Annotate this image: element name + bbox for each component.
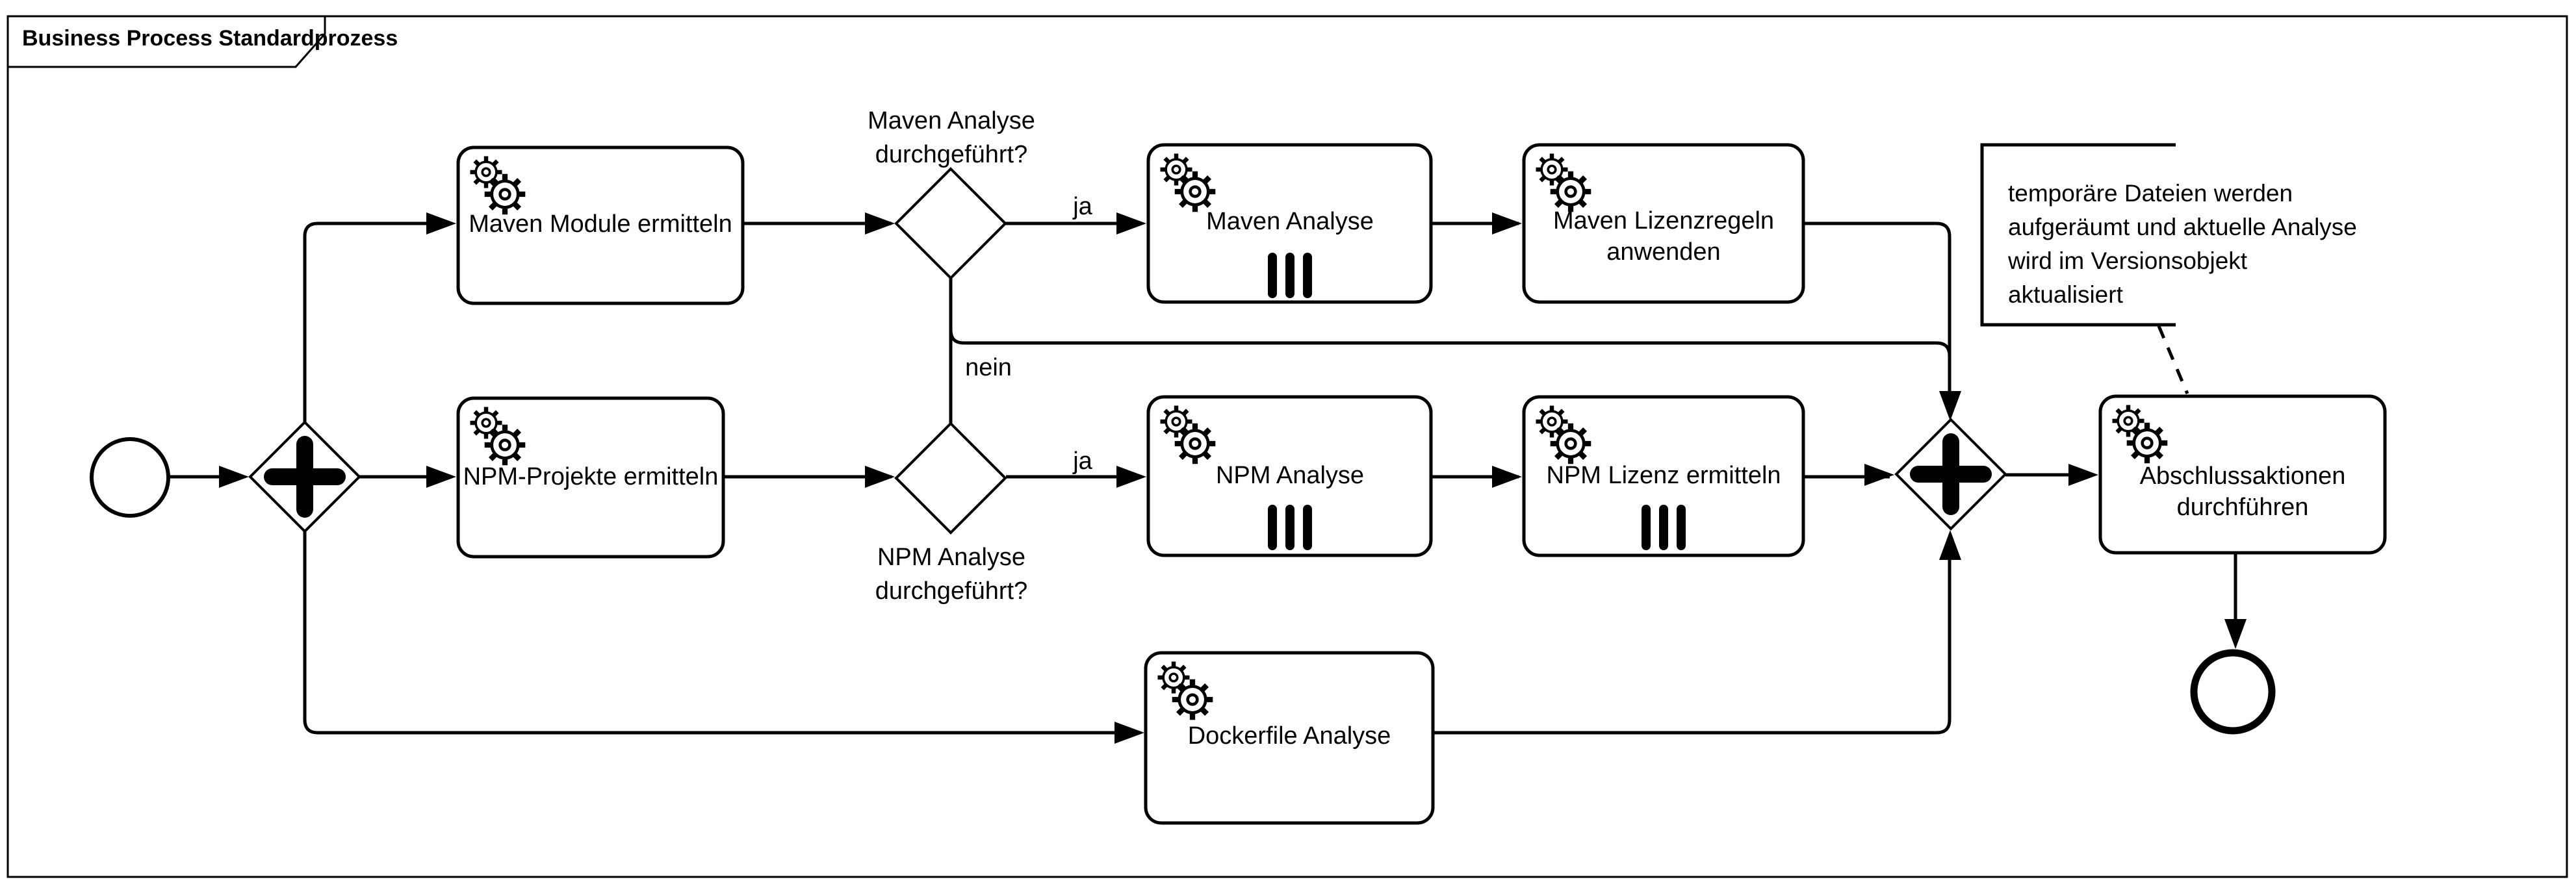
task-abschlussaktionen bbox=[2098, 394, 2387, 555]
gateway-label: Maven Analyse durchgeführt? bbox=[868, 104, 1035, 171]
arrowhead bbox=[1492, 466, 1522, 488]
diagram-border bbox=[6, 15, 2568, 878]
parallel-multi-instance-icon bbox=[1268, 253, 1312, 298]
gateway-label-line: NPM Analyse bbox=[877, 544, 1026, 571]
arrowhead bbox=[2068, 464, 2098, 486]
text-annotation: temporäre Dateien werden aufgeräumt und … bbox=[2008, 177, 2357, 312]
multi-instance-markers bbox=[1268, 253, 1686, 550]
task-maven-module bbox=[456, 146, 745, 305]
gateway-label-line: durchgeführt? bbox=[875, 577, 1028, 605]
arrowhead bbox=[865, 212, 895, 234]
arrowhead bbox=[426, 212, 456, 234]
task-label: Maven Lizenzregeln anwenden bbox=[1553, 205, 1774, 268]
flow-split-to-dockerfile bbox=[303, 531, 1140, 735]
task-npm-lizenz bbox=[1522, 395, 1805, 557]
annotation-line: temporäre Dateien werden bbox=[2008, 180, 2293, 207]
end-event bbox=[2190, 649, 2276, 735]
task-label: NPM Analyse bbox=[1215, 462, 1365, 489]
task-label-line: anwenden bbox=[1606, 238, 1721, 266]
start-event bbox=[90, 437, 170, 518]
text-annotation-bracket bbox=[1980, 143, 2176, 327]
flow-dockerfile-to-join bbox=[1433, 537, 1951, 735]
flow-nein-horizontal bbox=[949, 329, 1951, 357]
arrowhead bbox=[1116, 212, 1146, 234]
annotation-line: aktualisiert bbox=[2008, 281, 2123, 308]
gateway-label: NPM Analyse durchgeführt? bbox=[875, 540, 1028, 608]
arrowhead bbox=[219, 466, 249, 488]
plus-icon bbox=[264, 436, 346, 518]
task-npm-analyse bbox=[1146, 395, 1433, 557]
task-label-line: Abschlussaktionen bbox=[2139, 462, 2346, 490]
arrowhead bbox=[426, 466, 456, 488]
flow-label-ja: ja bbox=[1073, 448, 1092, 475]
flow-label-nein: nein bbox=[965, 354, 1012, 381]
npm-decision-gateway bbox=[894, 422, 1007, 535]
arrowhead bbox=[1116, 466, 1146, 488]
task-npm-projekte bbox=[456, 396, 725, 559]
flow-split-to-maven-module bbox=[303, 222, 452, 422]
arrowhead bbox=[2224, 619, 2247, 649]
maven-decision-gateway bbox=[894, 167, 1007, 280]
task-label-line: Maven Lizenzregeln bbox=[1552, 207, 1775, 234]
task-label: NPM-Projekte ermitteln bbox=[463, 463, 719, 490]
arrowhead bbox=[1939, 530, 1961, 560]
gateways bbox=[248, 167, 2007, 535]
arrowhead bbox=[865, 466, 895, 488]
task-label: NPM Lizenz ermitteln bbox=[1546, 462, 1781, 489]
title-tab bbox=[6, 15, 326, 68]
annotation-line: wird im Versionsobjekt bbox=[2008, 247, 2248, 274]
task-maven-lizenzregeln bbox=[1522, 143, 1805, 304]
task-maven-analyse bbox=[1146, 143, 1433, 304]
task-dockerfile-analyse bbox=[1144, 651, 1435, 825]
annotation-line: aufgeräumt und aktuelle Analyse bbox=[2008, 214, 2357, 240]
sequence-flows bbox=[169, 222, 2237, 735]
flow-label-ja: ja bbox=[1073, 193, 1092, 220]
arrowhead bbox=[1492, 212, 1522, 234]
annotation-association bbox=[2157, 325, 2189, 394]
parallel-multi-instance-icon bbox=[1268, 505, 1312, 550]
tasks bbox=[456, 143, 2387, 825]
task-label: Dockerfile Analyse bbox=[1187, 722, 1391, 750]
gateway-label-line: durchgeführt? bbox=[875, 141, 1028, 168]
task-label: Maven Analyse bbox=[1206, 208, 1374, 235]
task-label: Abschlussaktionen durchführen bbox=[2140, 461, 2346, 523]
arrowheads bbox=[219, 212, 2247, 744]
task-label: Maven Module ermitteln bbox=[469, 210, 732, 238]
flow-lizenzregeln-to-join bbox=[1803, 222, 1951, 414]
arrowhead bbox=[1864, 464, 1894, 486]
task-label-line: durchführen bbox=[2176, 494, 2309, 521]
plus-icon bbox=[1910, 433, 1992, 515]
parallel-multi-instance-icon bbox=[1642, 505, 1686, 550]
gateway-label-line: Maven Analyse bbox=[868, 107, 1035, 134]
diagram-title: Business Process Standardprozess bbox=[22, 26, 398, 51]
arrowhead bbox=[1939, 391, 1961, 421]
arrowhead bbox=[1114, 722, 1144, 744]
